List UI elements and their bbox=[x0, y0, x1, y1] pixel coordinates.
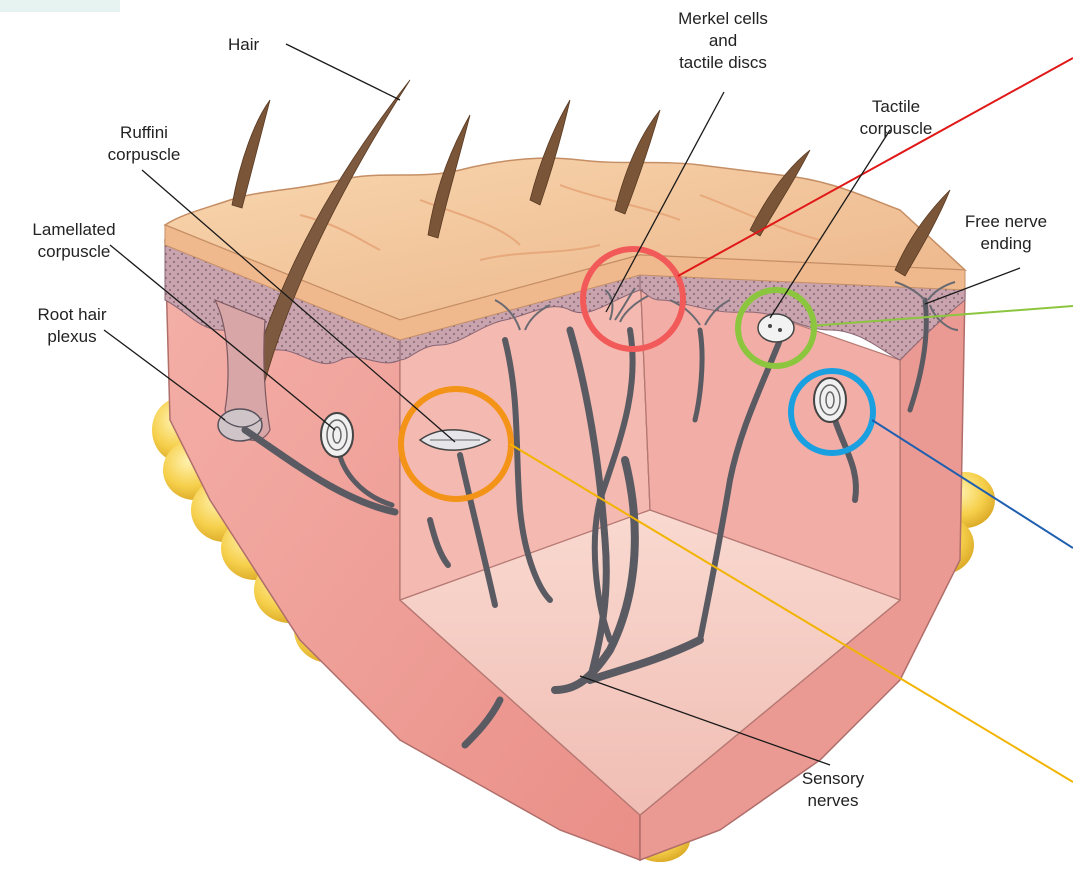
ruffini-corpuscle-label: Ruffini corpuscle bbox=[84, 122, 204, 166]
tactile-corpuscle-label: Tactile corpuscle bbox=[836, 96, 956, 140]
merkel-cells-label: Merkel cells and tactile discs bbox=[652, 8, 794, 74]
hair-label: Hair bbox=[228, 34, 259, 56]
root-hair-plexus-label: Root hair plexus bbox=[14, 304, 130, 348]
lamellated-corpuscle-label: Lamellated corpuscle bbox=[6, 219, 142, 263]
lamellated-corpuscle-left bbox=[321, 413, 353, 457]
sensory-nerves-label: Sensory nerves bbox=[778, 768, 888, 812]
lamellated-corpuscle-right bbox=[814, 378, 846, 422]
free-nerve-ending-label: Free nerve ending bbox=[944, 211, 1068, 255]
tactile-corpuscle bbox=[758, 314, 794, 342]
